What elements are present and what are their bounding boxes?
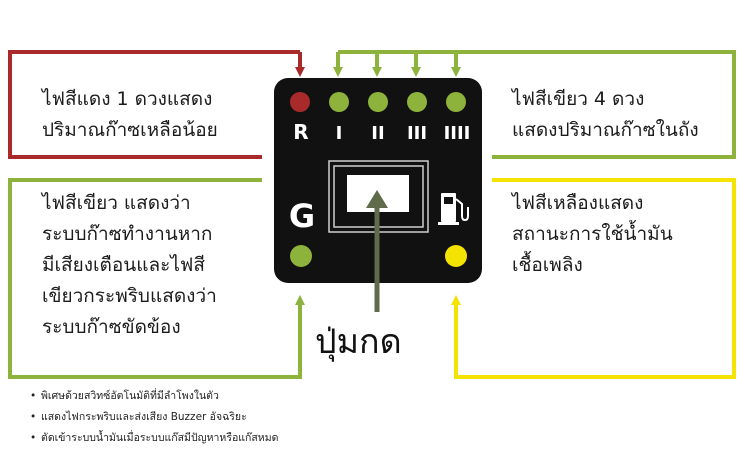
roman-3: III: [407, 123, 427, 144]
label-g: G: [289, 197, 315, 235]
yellow-light-label: ไฟสีเหลืองแสดง สถานะการใช้น้ำมัน เชื้อเพ…: [512, 192, 673, 276]
green4-callout-frame: [338, 50, 736, 159]
button-label: ปุ่มกด: [315, 322, 402, 362]
red-light-label: ไฟสีแดง 1 ดวงแสดง ปริมาณก๊าซเหลือน้อย: [42, 88, 218, 141]
green-light-2: [368, 92, 388, 112]
note-item: แสดงไฟกระพริบและส่งเสียง Buzzer อัจฉริยะ: [30, 407, 278, 428]
red-light: [290, 92, 310, 112]
fuel-yellow-light: [445, 245, 467, 267]
green-light-4: [446, 92, 466, 112]
label-r: R: [293, 120, 308, 144]
gas-light-label: ไฟสีเขียว แสดงว่า ระบบก๊าซทำงานหาก มีเสี…: [42, 192, 217, 338]
green4-light-label: ไฟสีเขียว 4 ดวง แสดงปริมาณก๊าซในถัง: [512, 88, 699, 141]
roman-2: II: [371, 123, 384, 144]
greenG-callout-frame: [8, 178, 302, 379]
note-item: ตัดเข้าระบบน้ำมันเมื่อระบบแก๊สมีปัญหาหรื…: [30, 428, 278, 449]
note-item: พิเศษด้วยสวิทซ์อัตโนมัติที่มีลำโพงในตัว: [30, 386, 278, 407]
green-light-3: [407, 92, 427, 112]
gas-green-light: [290, 245, 312, 267]
yellow-callout-frame: [454, 178, 736, 379]
green-light-1: [329, 92, 349, 112]
feature-notes: พิเศษด้วยสวิทซ์อัตโนมัติที่มีลำโพงในตัว …: [30, 386, 278, 449]
roman-1: I: [336, 123, 343, 144]
button-arrow-head: [366, 190, 388, 208]
red-callout-frame: [8, 50, 300, 159]
fuel-pump-icon: [438, 193, 469, 225]
roman-4: IIII: [444, 123, 471, 144]
